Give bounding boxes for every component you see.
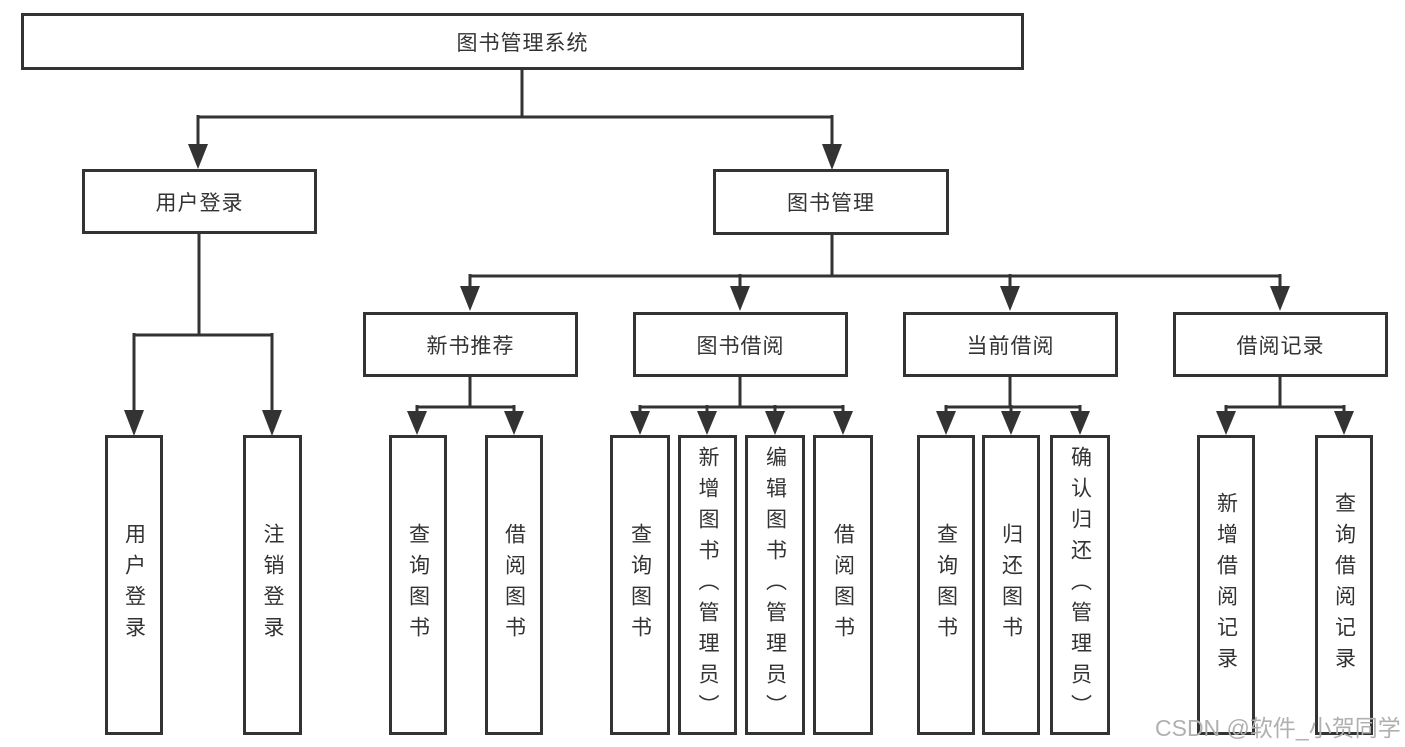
node-label: 确认归还（管理员）	[1068, 445, 1092, 725]
connector-book-borrow-branch	[630, 377, 853, 435]
node-label: 图书管理系统	[456, 31, 589, 55]
node-label: 归还图书	[999, 523, 1023, 647]
node-label: 借阅记录	[1236, 334, 1325, 358]
leaf-query-books-recommend: 查询图书	[389, 435, 447, 735]
node-user-login: 用户登录	[82, 169, 317, 234]
node-label: 查询图书	[628, 523, 652, 647]
leaf-logout: 注销登录	[243, 435, 302, 735]
leaf-query-books-borrow: 查询图书	[610, 435, 670, 735]
node-label: 注销登录	[261, 523, 284, 647]
leaf-borrow-books: 借阅图书	[813, 435, 873, 735]
leaf-user-login: 用户登录	[105, 435, 163, 735]
connector-new-books-branch	[407, 377, 524, 435]
node-label: 新增图书（管理员）	[696, 445, 719, 725]
leaf-add-books-admin: 新增图书（管理员）	[678, 435, 737, 735]
leaf-query-borrow-record: 查询借阅记录	[1315, 435, 1373, 735]
leaf-edit-books-admin: 编辑图书（管理员）	[745, 435, 805, 735]
node-label: 编辑图书（管理员）	[763, 445, 787, 725]
node-label: 查询借阅记录	[1332, 492, 1356, 678]
connector-root-to-level2	[188, 70, 842, 170]
node-label: 新增借阅记录	[1214, 492, 1238, 678]
node-label: 图书借阅	[696, 334, 785, 358]
node-label: 查询图书	[406, 523, 430, 647]
node-label: 用户登录	[155, 191, 244, 215]
leaf-add-borrow-record: 新增借阅记录	[1197, 435, 1255, 735]
leaf-return-books: 归还图书	[982, 435, 1040, 735]
node-label: 用户登录	[122, 523, 146, 647]
connector-user-login-branch	[124, 233, 282, 436]
node-book-management: 图书管理	[713, 169, 949, 235]
node-current-borrow: 当前借阅	[903, 312, 1118, 377]
node-label: 当前借阅	[966, 334, 1055, 358]
node-label: 新书推荐	[426, 334, 515, 358]
connector-current-borrow-branch	[936, 377, 1090, 435]
node-label: 借阅图书	[502, 523, 526, 647]
node-label: 查询图书	[934, 523, 958, 647]
node-book-borrow: 图书借阅	[633, 312, 848, 377]
node-library-system: 图书管理系统	[21, 13, 1024, 70]
node-label: 图书管理	[787, 192, 875, 215]
node-borrow-records: 借阅记录	[1173, 312, 1388, 377]
leaf-query-books-current: 查询图书	[917, 435, 975, 735]
watermark: CSDN @软件_小贺同学	[1155, 715, 1401, 741]
connector-borrow-records-branch	[1216, 377, 1354, 435]
leaf-borrow-books-recommend: 借阅图书	[485, 435, 543, 735]
node-label: 借阅图书	[831, 523, 855, 647]
connector-book-mgmt-to-level3	[460, 235, 1290, 311]
leaf-confirm-return-admin: 确认归还（管理员）	[1050, 435, 1110, 735]
node-new-book-recommend: 新书推荐	[363, 312, 578, 377]
